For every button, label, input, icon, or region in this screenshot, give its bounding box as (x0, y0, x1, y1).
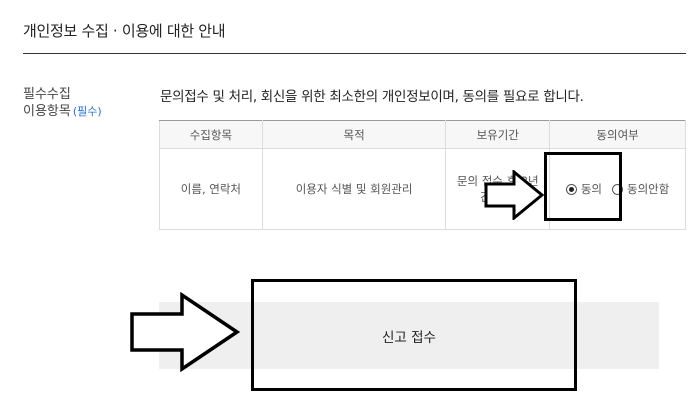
consent-radio-group: 동의 동의안함 (565, 181, 669, 197)
cell-consent: 동의 동의안함 (549, 148, 686, 230)
submit-report-button[interactable]: 신고 접수 (159, 302, 659, 369)
required-tag: (필수) (72, 105, 102, 118)
agree-label[interactable]: 동의 (580, 182, 602, 197)
header-purpose: 목적 (261, 120, 447, 149)
label-line1: 필수수집 (23, 87, 71, 102)
privacy-info-table: 수집항목 목적 보유기간 동의여부 이름, 연락처 이용자 식별 및 회원관리 … (159, 120, 686, 230)
header-retention: 보유기간 (445, 120, 551, 149)
consent-disagree-option[interactable]: 동의안함 (612, 181, 669, 197)
consent-notice: 문의접수 및 처리, 회신을 위한 최소한의 개인정보이며, 동의를 필요로 합… (160, 89, 584, 105)
required-items-label: 필수수집 이용항목(필수) (23, 86, 102, 120)
header-consent: 동의여부 (549, 120, 686, 149)
title-divider (23, 53, 686, 54)
label-line2: 이용항목 (23, 104, 71, 119)
cell-purpose: 이용자 식별 및 회원관리 (261, 148, 447, 230)
retention-line2: 간 보관 (480, 190, 516, 204)
disagree-label[interactable]: 동의안함 (627, 182, 670, 197)
retention-line1: 문의 접수 후 3년 (456, 174, 539, 188)
section-title: 개인정보 수집 · 이용에 대한 안내 (23, 22, 226, 40)
header-collected-items: 수집항목 (159, 120, 263, 149)
cell-collected-items: 이름, 연락처 (159, 148, 263, 230)
agree-radio[interactable] (565, 183, 577, 195)
table-row: 이름, 연락처 이용자 식별 및 회원관리 문의 접수 후 3년 간 보관 동의… (159, 148, 686, 230)
disagree-radio[interactable] (612, 183, 623, 195)
cell-retention: 문의 접수 후 3년 간 보관 (445, 148, 551, 230)
consent-agree-option[interactable]: 동의 (565, 181, 602, 197)
